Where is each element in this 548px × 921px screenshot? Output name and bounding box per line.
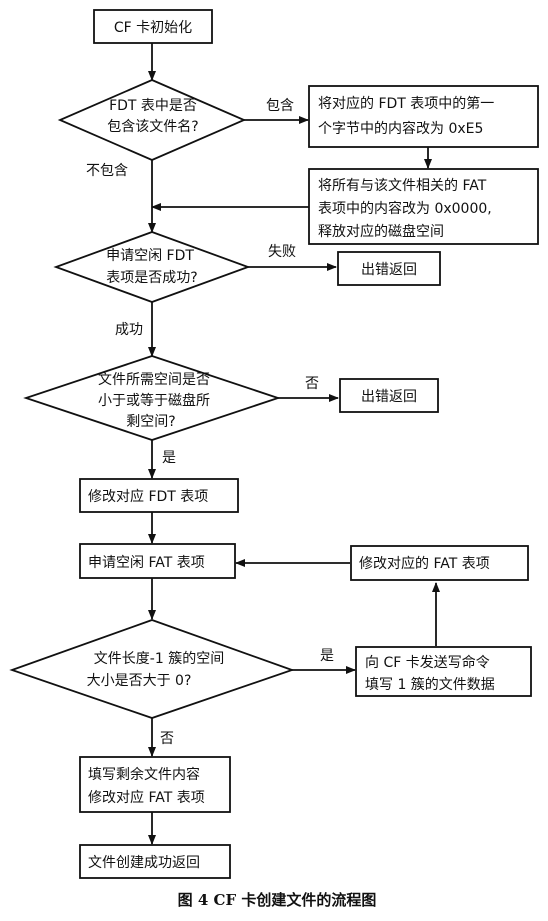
node-done-label: 文件创建成功返回: [88, 855, 200, 871]
decision-apply-fdt: 申请空闲 FDT 表项是否成功?: [53, 231, 251, 303]
node-write-cluster: 向 CF 卡发送写命令 填写 1 簇的文件数据: [355, 646, 532, 697]
decision-apply-fdt-line1: 申请空闲 FDT: [106, 248, 194, 264]
node-init-label: CF 卡初始化: [114, 19, 192, 36]
node-modify-fdt: 修改对应 FDT 表项: [79, 478, 239, 513]
node-write-cluster-line1: 向 CF 卡发送写命令: [365, 654, 490, 671]
node-mark-deleted: 将对应的 FDT 表项中的第一 个字节中的内容改为 0xE5: [308, 85, 539, 148]
node-apply-fat-label: 申请空闲 FAT 表项: [88, 555, 205, 571]
decision-space-check: 文件所需空间是否 小于或等于磁盘所 剩空间?: [23, 355, 281, 441]
edge-label-success: 成功: [115, 322, 143, 338]
edge-label-no2: 否: [160, 731, 174, 747]
node-clear-fat: 将所有与该文件相关的 FAT 表项中的内容改为 0x0000, 释放对应的磁盘空…: [308, 168, 539, 245]
node-mark-deleted-line2: 个字节中的内容改为 0xE5: [318, 120, 483, 137]
node-write-cluster-line2: 填写 1 簇的文件数据: [365, 677, 495, 693]
figure-caption: 图 4 CF 卡创建文件的流程图: [178, 891, 377, 909]
decision-space-check-line1: 文件所需空间是否: [98, 372, 210, 388]
decision-apply-fdt-line2: 表项是否成功?: [106, 270, 197, 286]
decision-space-check-line3: 剩空间?: [126, 414, 175, 430]
node-mark-deleted-line1: 将对应的 FDT 表项中的第一: [318, 95, 494, 112]
edge-label-yes1: 是: [162, 450, 176, 466]
decision-space-check-line2: 小于或等于磁盘所: [98, 392, 210, 409]
node-fill-rest-line1: 填写剩余文件内容: [88, 766, 200, 783]
decision-check-filename-line1: FDT 表中是否: [109, 98, 197, 114]
connectors: [148, 43, 440, 845]
decision-size-check-line1: 文件长度-1 簇的空间: [94, 651, 224, 667]
node-done: 文件创建成功返回: [79, 844, 231, 879]
node-modify-fat: 修改对应的 FAT 表项: [350, 545, 529, 581]
node-error-return-2-label: 出错返回: [361, 389, 417, 405]
node-modify-fat-label: 修改对应的 FAT 表项: [359, 555, 490, 572]
node-init: CF 卡初始化: [93, 9, 213, 44]
edge-label-fail: 失败: [268, 244, 296, 260]
node-error-return-1: 出错返回: [337, 251, 441, 286]
node-clear-fat-line2: 表项中的内容改为 0x0000,: [318, 200, 492, 217]
node-apply-fat: 申请空闲 FAT 表项: [79, 543, 236, 579]
node-error-return-1-label: 出错返回: [361, 262, 417, 278]
decision-size-check: 文件长度-1 簇的空间 大小是否大于 0?: [9, 619, 295, 719]
edge-label-no1: 否: [305, 376, 319, 392]
node-fill-rest-line2: 修改对应 FAT 表项: [88, 789, 205, 806]
decision-size-check-line2: 大小是否大于 0?: [87, 673, 192, 689]
node-clear-fat-line3: 释放对应的磁盘空间: [318, 223, 444, 240]
node-fill-rest: 填写剩余文件内容 修改对应 FAT 表项: [79, 756, 231, 813]
node-modify-fdt-label: 修改对应 FDT 表项: [88, 488, 208, 505]
edge-labels: 包含 不包含 失败 成功 否 是 是 否: [86, 98, 334, 747]
edge-label-not-contains: 不包含: [86, 163, 128, 179]
node-clear-fat-line1: 将所有与该文件相关的 FAT: [318, 178, 487, 194]
decision-check-filename-line2: 包含该文件名?: [107, 119, 198, 135]
edge-label-contains: 包含: [266, 98, 294, 114]
decision-check-filename: FDT 表中是否 包含该文件名?: [57, 79, 247, 161]
edge-label-yes2: 是: [320, 648, 334, 664]
node-error-return-2: 出错返回: [339, 378, 439, 413]
